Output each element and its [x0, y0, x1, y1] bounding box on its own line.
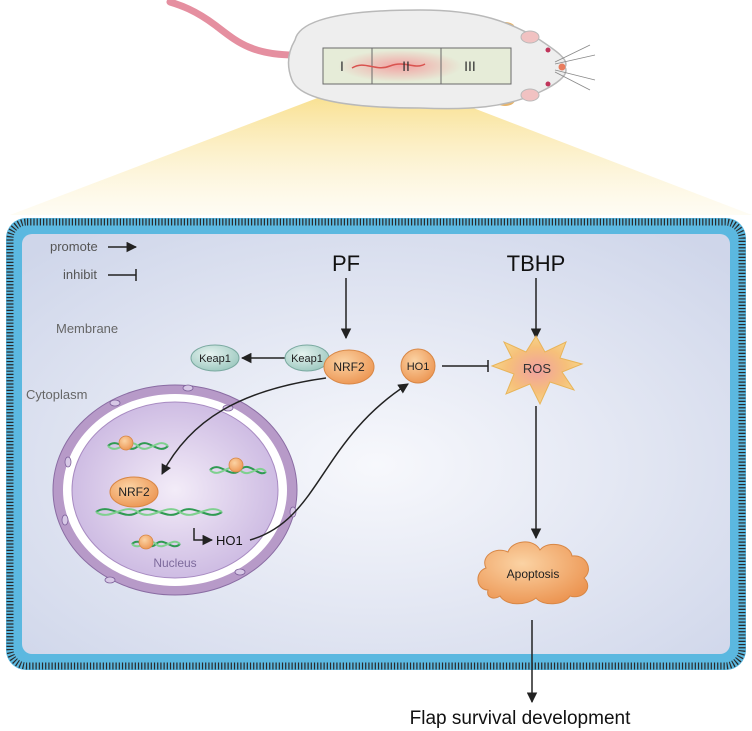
legend-inhibit-label: inhibit	[63, 267, 97, 282]
transcription-factor	[228, 457, 244, 473]
pf-label: PF	[332, 251, 360, 276]
cytoplasm-label: Cytoplasm	[26, 387, 87, 402]
transcription-start-arrow	[193, 528, 214, 546]
nrf2-nucleus-label: NRF2	[118, 485, 150, 499]
rat-ear	[520, 30, 540, 44]
flap-zone-label: I	[340, 58, 344, 74]
keap1-free	[190, 344, 240, 372]
transcription-factor	[118, 435, 134, 451]
ros-label: ROS	[523, 361, 552, 376]
transcription-factor	[138, 534, 154, 550]
rat-whiskers	[554, 44, 596, 91]
outcome-label: Flap survival development	[410, 708, 631, 729]
rat-eye	[545, 47, 551, 53]
rat-nose	[558, 63, 566, 71]
apoptosis-cloud	[477, 541, 589, 605]
rat-ear-2	[520, 88, 540, 102]
apoptosis-label: Apoptosis	[507, 567, 560, 581]
nrf2-cytoplasm-label: NRF2	[333, 360, 365, 374]
flap-vessel	[351, 63, 426, 69]
ho1-gene-label: HO1	[216, 533, 243, 548]
nrf2-translocation-arrow	[161, 377, 327, 475]
keap1-free-label: Keap1	[199, 353, 231, 365]
ho1-export-arrow	[249, 383, 409, 541]
keap1-bound-label: Keap1	[291, 353, 323, 365]
rat-tail	[166, 0, 299, 59]
nrf2-nucleus	[109, 476, 159, 508]
rat-eye-2	[545, 81, 551, 87]
flap-zone-label: III	[464, 58, 476, 74]
dna-strands	[95, 442, 267, 548]
ho1-cytoplasm-label: HO1	[407, 361, 430, 373]
tbhp-label: TBHP	[507, 251, 566, 276]
rat-illustration: I II III	[166, 0, 596, 110]
membrane-label: Membrane	[56, 321, 118, 336]
legend-promote-label: promote	[50, 239, 98, 254]
magnification-beam	[10, 78, 752, 215]
nrf2-cytoplasm	[323, 349, 375, 385]
nucleus-label: Nucleus	[153, 556, 196, 570]
ho1-cytoplasm	[400, 348, 436, 384]
ros-burst	[490, 335, 584, 406]
nuclear-pores	[61, 384, 297, 584]
flap-zone-label: II	[402, 58, 410, 74]
flap-ischemic-zone	[338, 50, 462, 82]
